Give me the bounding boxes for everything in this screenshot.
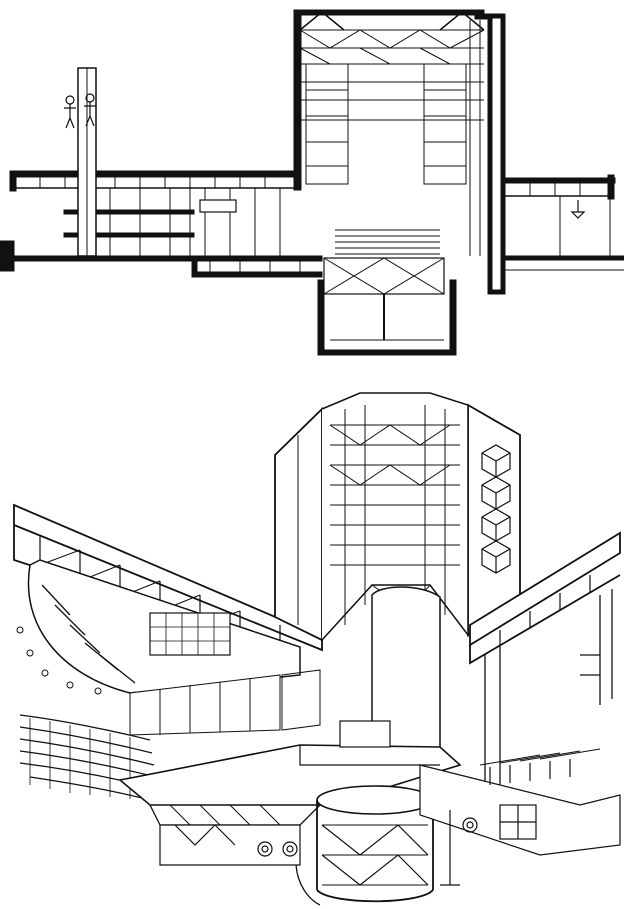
auditorium-back-wall: [129, 669, 321, 736]
theatre-section-drawing: [0, 0, 624, 362]
auditorium-zone: [191, 188, 323, 278]
understage-machinery-left: [159, 824, 301, 866]
right-wing: [504, 174, 624, 271]
auditorium-ceiling: [16, 559, 301, 695]
lobby-wing: [9, 67, 299, 257]
auditorium-seating: [19, 714, 159, 801]
fly-tower: [293, 9, 506, 295]
tower-left-pylon: [274, 406, 323, 642]
theatre-perspective-drawing: [0, 385, 624, 909]
right-seating-and-machinery: [419, 748, 621, 886]
stage-platform: [118, 720, 462, 826]
understage-pit: [317, 257, 457, 356]
fly-loft-rigging: [321, 392, 469, 766]
stage-lift-cylinder: [295, 785, 434, 906]
section-svg: [0, 9, 624, 356]
perspective-svg: [13, 392, 621, 906]
